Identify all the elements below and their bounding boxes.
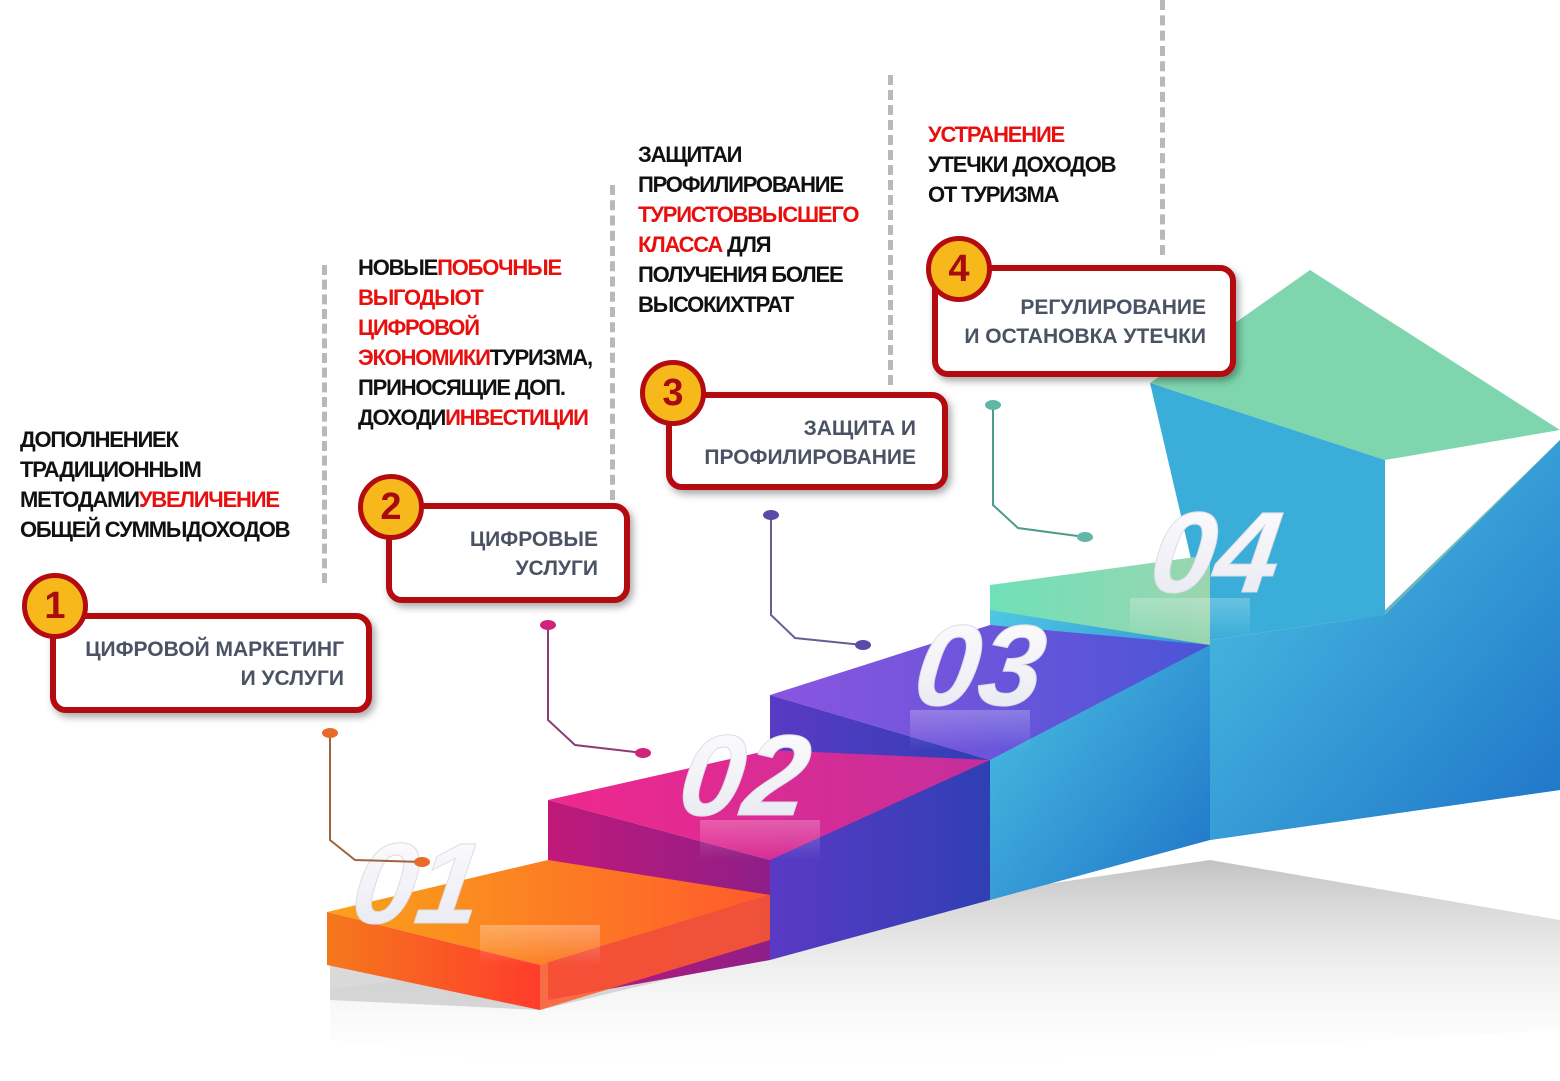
step-1-desc-line: ОБЩЕЙ СУММЫДОХОДОВ [20,515,320,545]
highlight-text: УВЕЛИЧЕНИЕ [138,487,280,512]
step-3-top [770,625,1210,760]
desc-text: МЕТОДАМИ [20,487,140,512]
step-number-02: 02 [672,712,818,840]
number-reflection-1 [480,925,600,965]
step-2-desc-line: ЭКОНОМИКИТУРИЗМА, [358,343,610,373]
highlight-text: УСТРАНЕНИЕ [928,122,1065,147]
number-reflection-2 [700,820,820,860]
step-2-desc-line: ПРИНОСЯЩИЕ ДОП. [358,373,610,403]
arrow-shaft-front [1210,440,1560,840]
step-1-desc-line: ДОПОЛНЕНИЕК [20,425,320,455]
connector-2 [540,620,651,758]
step-2-desc-line: НОВЫЕПОБОЧНЫЕ [358,253,610,283]
desc-text: ВЫСОКИХТРАТ [638,292,794,317]
step-2-desc-line: ВЫГОДЫОТ [358,283,610,313]
desc-text: ТРАДИЦИОННЫМ [20,457,202,482]
desc-text: НОВЫЕ [358,255,438,280]
step-1-desc-line: МЕТОДАМИУВЕЛИЧЕНИЕ [20,485,320,515]
highlight-text: ЭКОНОМИКИ [358,345,491,370]
step-4-description: УСТРАНЕНИЕ УТЕЧКИ ДОХОДОВ ОТ ТУРИЗМА [928,120,1158,210]
step-3-desc-line: ВЫСОКИХТРАТ [638,290,883,320]
step-1-description: ДОПОЛНЕНИЕК ТРАДИЦИОННЫМ МЕТОДАМИУВЕЛИЧЕНИ… [20,425,320,545]
step-1-label-box: ЦИФРОВОЙ МАРКЕТИНГ И УСЛУГИ [50,613,372,713]
desc-text: УТЕЧКИ ДОХОДОВ [928,152,1117,177]
step-3-desc-line: КЛАССА ДЛЯ [638,230,883,260]
step-1-right [540,895,770,1010]
highlight-text: ИНВЕСТИЦИИ [445,405,589,430]
step-1-box-line-1: ЦИФРОВОЙ МАРКЕТИНГ [85,638,344,661]
step-3-desc-line: ПОЛУЧЕНИЯ БОЛЕЕ [638,260,883,290]
step-3-desc-line: ЗАЩИТАИ [638,140,883,170]
highlight-text: КЛАССА [638,232,723,257]
step-1-desc-line: ТРАДИЦИОННЫМ [20,455,320,485]
divider-2 [610,185,615,500]
ground-shadow [330,860,1560,1081]
divider-3 [888,75,893,385]
step-1-front [327,912,540,1010]
desc-text: ПОЛУЧЕНИЯ БОЛЕЕ [638,262,844,287]
desc-text: ОБЩЕЙ СУММЫДОХОДОВ [20,517,291,542]
highlight-text: ТУРИСТОВВЫСШЕГО [638,202,859,227]
divider-4 [1160,0,1165,255]
step-4-box-line-2: И ОСТАНОВКА УТЕЧКИ [964,325,1206,348]
step-4-desc-line: УТЕЧКИ ДОХОДОВ [928,150,1158,180]
step-3-desc-line: ТУРИСТОВВЫСШЕГО [638,200,883,230]
divider-1 [322,265,327,583]
arrow-head-back [1150,270,1560,460]
highlight-text: ЦИФРОВОЙ [358,315,480,340]
step-2-box-line-1: ЦИФРОВЫЕ [469,528,598,551]
connector-4 [985,400,1093,542]
desc-text: ЗАЩИТАИ [638,142,742,167]
desc-text: ДОПОЛНЕНИЕК [20,427,179,452]
desc-text: ПРОФИЛИРОВАНИЕ [638,172,844,197]
step-2-box-line-2: УСЛУГИ [515,557,598,580]
step-3-description: ЗАЩИТАИ ПРОФИЛИРОВАНИЕ ТУРИСТОВВЫСШЕГО КЛАС… [638,140,883,320]
desc-text: ДЛЯ [722,232,772,257]
step-4-box-line-1: РЕГУЛИРОВАНИЕ [1020,296,1206,319]
step-2-desc-line: ДОХОДИИНВЕСТИЦИИ [358,403,610,433]
step-2-badge: 2 [358,474,424,540]
step-number-01: 01 [345,820,491,948]
connector-1 [322,728,430,867]
connector-3 [763,510,871,650]
step-1-top [327,860,770,965]
step-number-03: 03 [907,602,1053,730]
step-number-04: 04 [1143,489,1289,617]
step-2-label-box: ЦИФРОВЫЕ УСЛУГИ [386,503,630,603]
number-reflection-4 [1130,598,1250,638]
highlight-text: ПОБОЧНЫЕ [437,255,562,280]
step-4-desc-line: УСТРАНЕНИЕ [928,120,1158,150]
step-4-label-box: РЕГУЛИРОВАНИЕ И ОСТАНОВКА УТЕЧКИ [932,265,1236,377]
desc-text: ОТ ТУРИЗМА [928,182,1059,207]
step-3-desc-line: ПРОФИЛИРОВАНИЕ [638,170,883,200]
step-4-badge: 4 [926,236,992,302]
desc-text: ПРИНОСЯЩИЕ ДОП. [358,375,566,400]
desc-text: ТУРИЗМА, [489,345,593,370]
step-1-box-line-2: И УСЛУГИ [240,667,344,690]
step-3-box-line-2: ПРОФИЛИРОВАНИЕ [704,446,916,469]
step-2-top [548,750,990,860]
step-1-badge: 1 [22,573,88,639]
number-reflection-3 [910,710,1030,750]
highlight-text: ВЫГОДЫОТ [358,285,484,310]
step-4-desc-line: ОТ ТУРИЗМА [928,180,1158,210]
step-2-desc-line: ЦИФРОВОЙ [358,313,610,343]
step-3-box-line-1: ЗАЩИТА И [803,417,916,440]
desc-text: ДОХОДИ [358,405,446,430]
step-3-label-box: ЗАЩИТА И ПРОФИЛИРОВАНИЕ [666,392,948,490]
step-3-badge: 3 [640,360,706,426]
